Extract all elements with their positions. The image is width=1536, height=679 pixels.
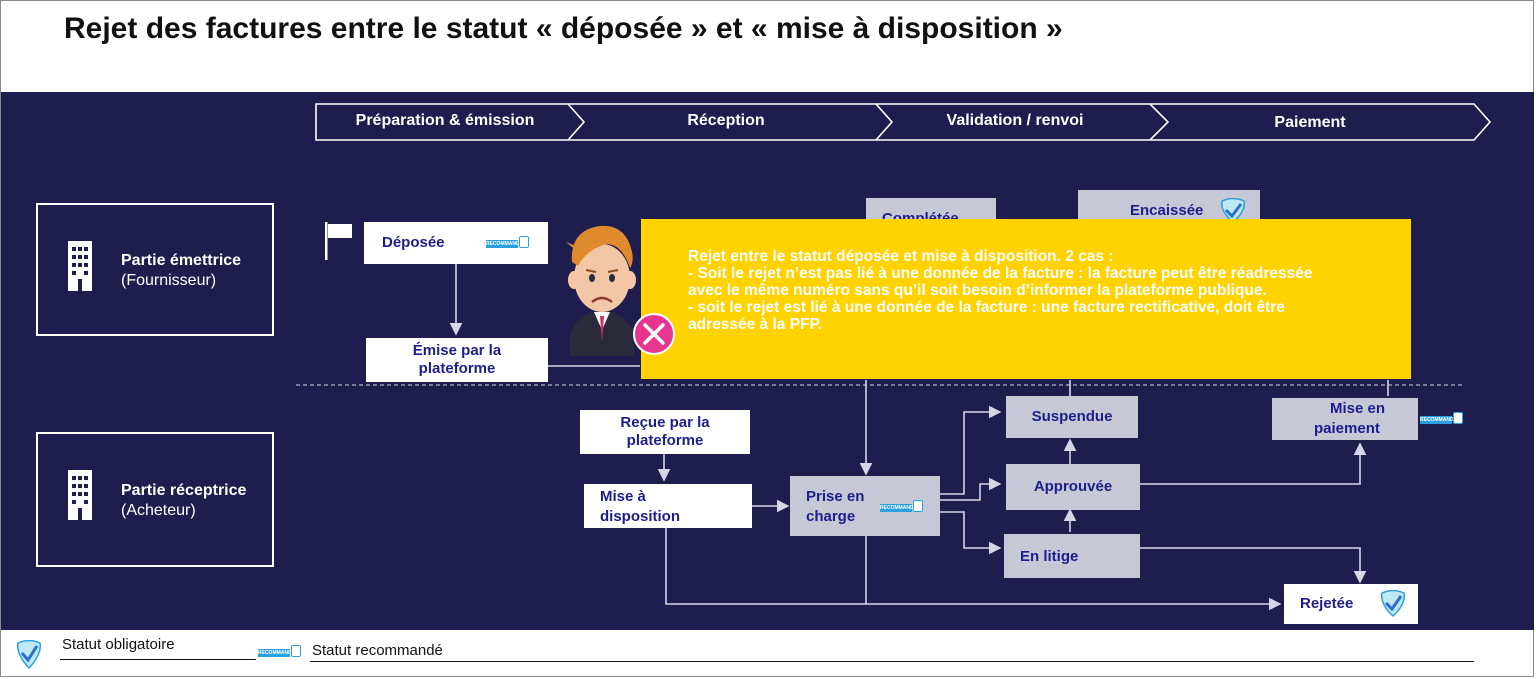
status-en-litige: En litige xyxy=(1004,534,1140,578)
recommended-thumb-icon: RECOMMANDÉ xyxy=(486,236,530,250)
status-deposee-label: Déposée xyxy=(382,234,445,251)
note-line-5: adressée à la PFP. xyxy=(688,316,823,333)
status-mise-en-paiement: Mise en paiement xyxy=(1272,398,1418,440)
party-emitter-sub: (Fournisseur) xyxy=(121,272,217,289)
legend-recommended: Statut recommandé xyxy=(312,642,443,659)
status-approuvee: Approuvée xyxy=(1006,464,1140,510)
mandatory-check-icon xyxy=(16,640,42,670)
status-mise-paiement-line1: Mise en xyxy=(1330,400,1386,417)
rejection-note: Rejet entre le statut déposée et mise à … xyxy=(641,219,1411,379)
status-emise-line2: plateforme xyxy=(418,360,496,377)
note-line-3: avec le même numéro sans qu’il soit beso… xyxy=(688,282,1267,299)
status-prise-en-charge: Prise en charge RECOMMANDÉ xyxy=(790,476,940,536)
status-suspendue: Suspendue xyxy=(1006,396,1138,438)
status-rejetee: Rejetée xyxy=(1284,584,1418,624)
status-approuvee-label: Approuvée xyxy=(1033,478,1113,495)
legend-underline xyxy=(310,661,1474,662)
status-mise-a-disposition: Mise à disposition xyxy=(584,484,752,528)
status-mise-paiement-line2: paiement xyxy=(1314,420,1380,437)
status-suspendue-label: Suspendue xyxy=(1031,408,1113,425)
legend-underline xyxy=(60,659,256,660)
phase-label-validation: Validation / renvoi xyxy=(946,112,1084,129)
status-recue: Reçue par la plateforme xyxy=(580,410,750,454)
page-title: Rejet des factures entre le statut « dép… xyxy=(64,12,1063,45)
party-receiver-sub: (Acheteur) xyxy=(121,502,196,519)
party-emitter: Partie émettrice (Fournisseur) xyxy=(36,203,274,336)
phase-label-paiement: Paiement xyxy=(1274,114,1346,131)
phase-label-reception: Réception xyxy=(687,112,765,129)
status-prise-line2: charge xyxy=(806,508,856,525)
note-line-4: - soit le rejet est lié à une donnée de … xyxy=(688,299,1285,316)
building-icon xyxy=(68,470,92,520)
status-emise: Émise par la plateforme xyxy=(366,338,548,382)
status-recue-line1: Reçue par la xyxy=(620,414,710,431)
party-receiver-name: Partie réceptrice xyxy=(121,482,247,499)
mandatory-check-icon xyxy=(1380,590,1406,618)
status-en-litige-label: En litige xyxy=(1020,548,1079,565)
phase-arrow-2 xyxy=(568,103,894,141)
status-emise-line1: Émise par la xyxy=(412,342,502,359)
phase-label-preparation: Préparation & émission xyxy=(355,112,535,129)
status-rejetee-label: Rejetée xyxy=(1300,595,1354,612)
mandatory-check-icon xyxy=(1220,198,1246,223)
party-receiver: Partie réceptrice (Acheteur) xyxy=(36,432,274,567)
phase-arrow-1 xyxy=(315,103,586,141)
note-line-1: Rejet entre le statut déposée et mise à … xyxy=(688,248,1114,265)
party-emitter-name: Partie émettrice xyxy=(121,252,242,269)
upset-person-icon xyxy=(566,225,636,356)
status-mad-line2: disposition xyxy=(600,508,680,525)
reject-x-icon xyxy=(633,313,675,355)
legend-mandatory: Statut obligatoire xyxy=(62,636,175,653)
flag-icon xyxy=(325,222,352,260)
building-icon xyxy=(68,241,92,291)
status-deposee: Déposée RECOMMANDÉ xyxy=(364,222,548,264)
recommended-thumb-icon: RECOMMANDÉ xyxy=(880,500,924,514)
status-recue-line2: plateforme xyxy=(626,432,704,449)
phase-arrow-3 xyxy=(876,103,1170,141)
recommended-thumb-icon: RECOMMANDÉ xyxy=(258,645,302,659)
note-line-2: - Soit le rejet n’est pas lié à une donn… xyxy=(688,265,1313,282)
recommended-thumb-icon: RECOMMANDÉ xyxy=(1420,412,1464,426)
phase-arrow-4 xyxy=(1150,103,1492,141)
status-encaissee-label: Encaissée xyxy=(1130,202,1204,219)
status-mad-line1: Mise à xyxy=(600,488,646,505)
status-prise-line1: Prise en xyxy=(806,488,865,505)
